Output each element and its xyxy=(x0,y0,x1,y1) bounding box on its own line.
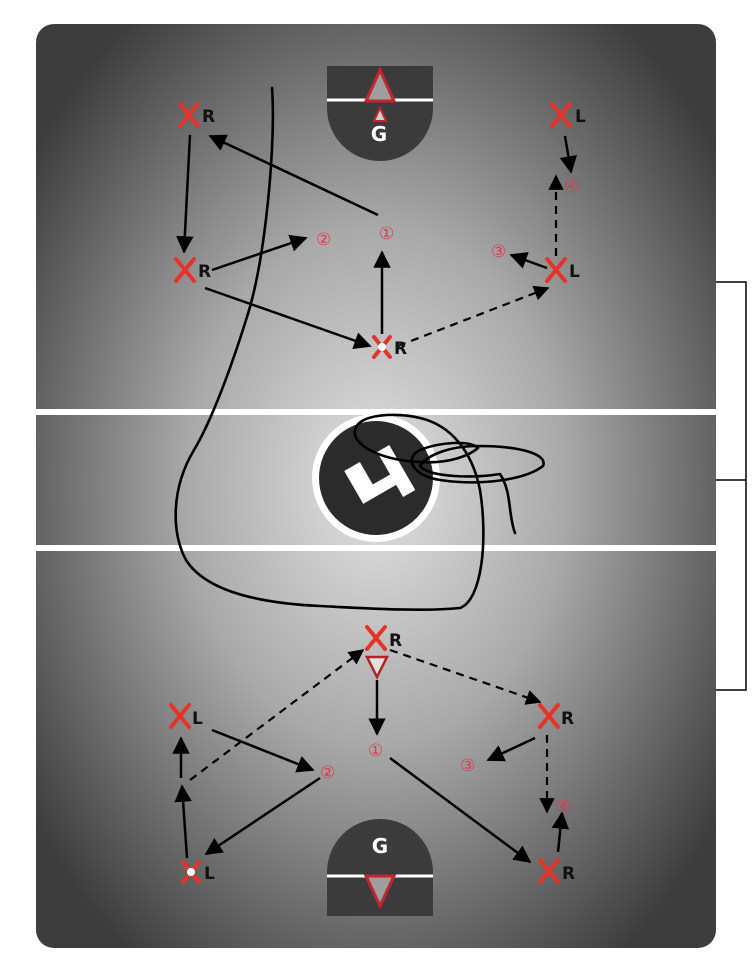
player-bottom-right-lower: R xyxy=(538,858,575,884)
seq-top-4: ④ xyxy=(564,177,579,197)
side-bracket xyxy=(716,281,747,691)
svg-text:R: R xyxy=(198,262,211,282)
player-top-left-lower: R xyxy=(174,257,211,283)
solid-pass-lines xyxy=(172,134,578,864)
player-bottom-left-ball: L xyxy=(181,860,215,884)
freehand-scribble xyxy=(174,86,545,612)
svg-text:R: R xyxy=(561,709,574,729)
ball-icon xyxy=(378,343,386,351)
seq-bottom-3: ③ xyxy=(460,756,475,776)
svg-text:R: R xyxy=(389,631,402,651)
midfield-line-bottom xyxy=(36,545,716,551)
seq-top-2: ② xyxy=(316,230,331,250)
goal-triangle-top xyxy=(363,66,397,103)
center-logo xyxy=(312,414,440,542)
svg-text:R: R xyxy=(562,864,575,884)
player-marks: R R R L L R L L xyxy=(169,102,586,884)
svg-text:L: L xyxy=(204,864,215,884)
player-top-right-upper: L xyxy=(550,102,586,128)
player-top-left-upper: R xyxy=(178,102,215,128)
svg-text:L: L xyxy=(575,107,586,127)
svg-text:R: R xyxy=(394,339,407,359)
seq-bottom-2: ② xyxy=(320,763,335,783)
player-bottom-right-upper: R xyxy=(538,703,574,729)
goal-triangle-bottom xyxy=(363,874,397,910)
crease-marker-bottom-center xyxy=(364,655,390,680)
player-top-right-lower: L xyxy=(545,257,580,283)
goalie-bottom-label: G xyxy=(372,834,388,858)
player-top-center-ball: R xyxy=(372,335,407,359)
dashed-run-lines xyxy=(189,174,564,814)
seq-top-1: ① xyxy=(379,224,394,244)
goal-crease-top: G xyxy=(327,66,433,161)
ball-icon xyxy=(187,868,195,876)
svg-text:R: R xyxy=(202,107,215,127)
player-bottom-left-upper: L xyxy=(169,703,203,729)
seq-bottom-1: ① xyxy=(368,741,383,761)
svg-text:L: L xyxy=(569,262,580,282)
goal-crease-bottom: G xyxy=(327,819,433,916)
goalie-top-label: G xyxy=(371,122,387,146)
goal-small-triangle-top xyxy=(372,105,388,122)
seq-bottom-4: ④ xyxy=(556,797,571,817)
player-bottom-center: R xyxy=(365,625,402,651)
midfield-line-top xyxy=(36,409,716,415)
seq-top-3: ③ xyxy=(491,242,506,262)
sequence-markers: ① ② ③ ④ ① ② ③ ④ xyxy=(316,177,579,817)
svg-text:L: L xyxy=(192,709,203,729)
